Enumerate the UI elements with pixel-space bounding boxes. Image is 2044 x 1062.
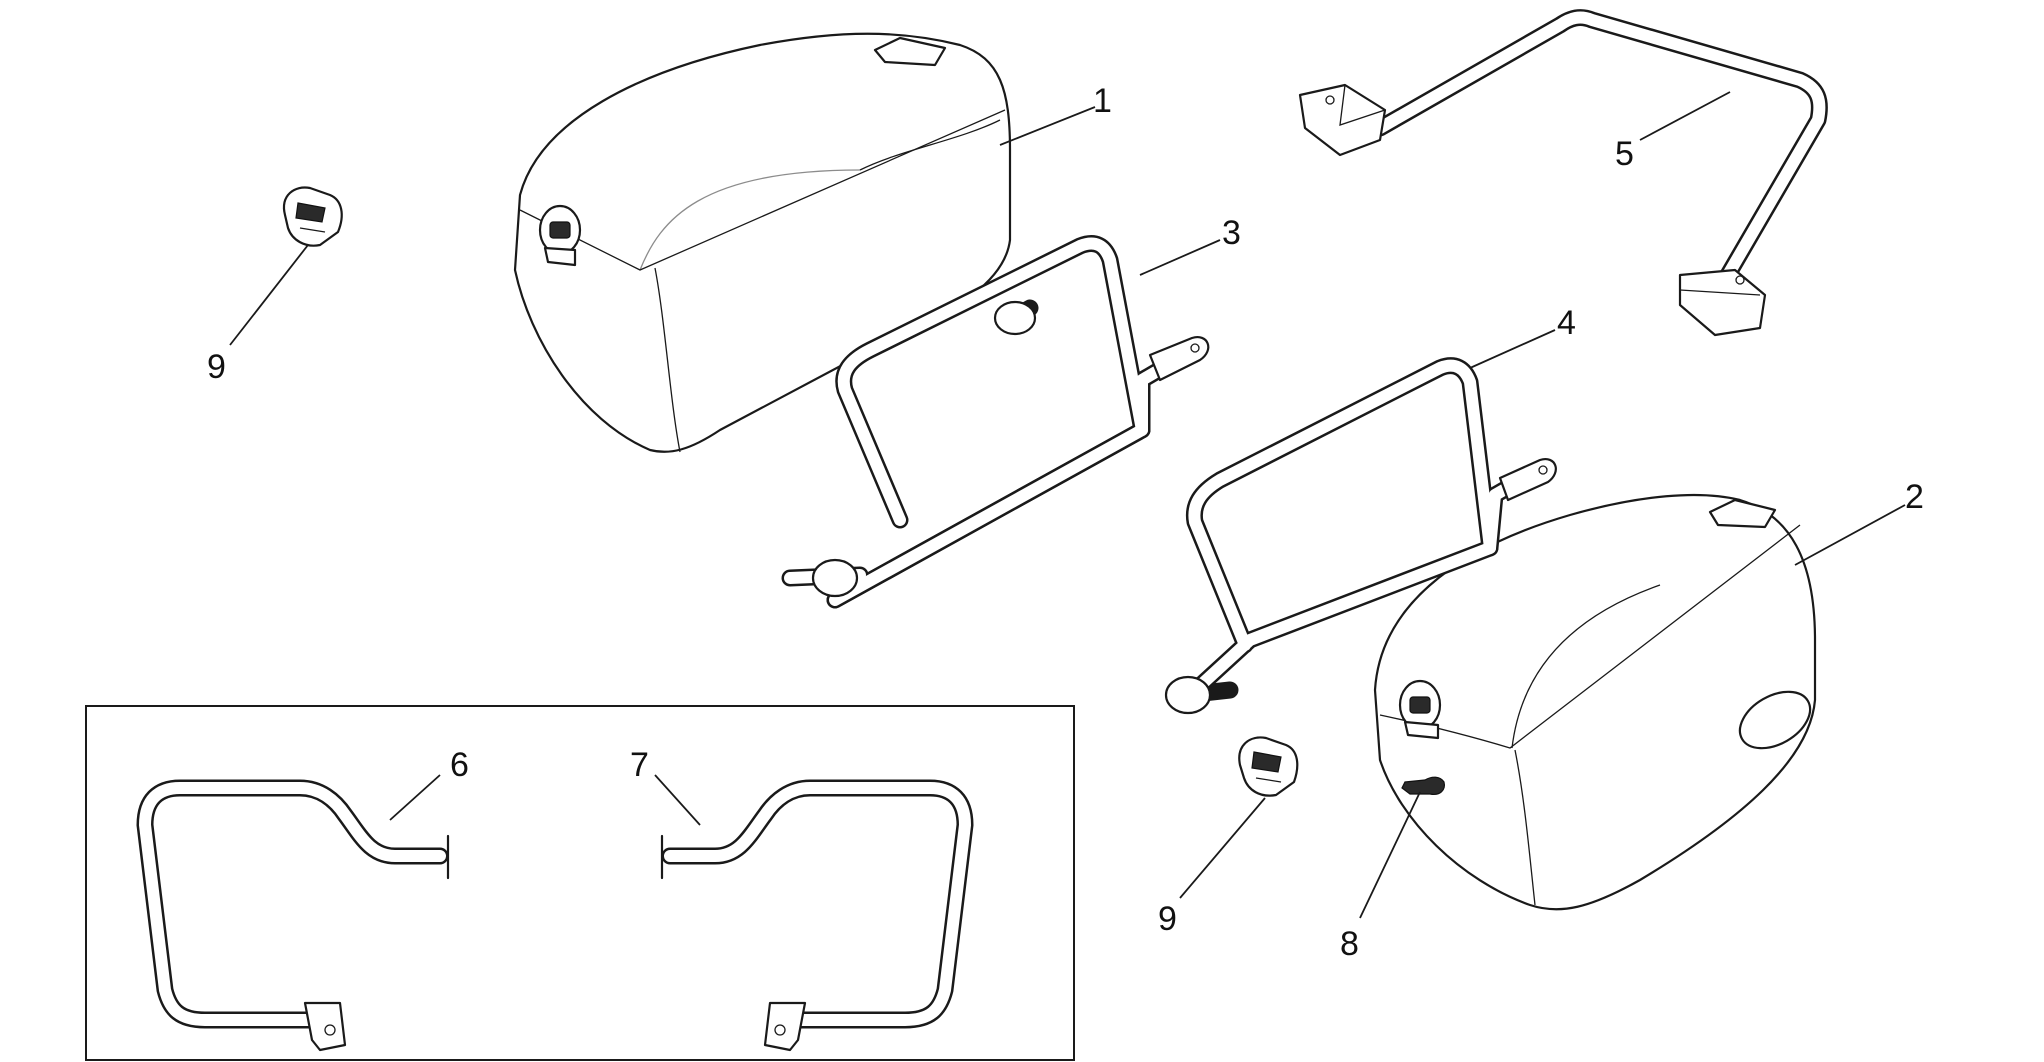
engine-guard-bar-6 — [136, 779, 450, 1052]
pannier-case-1 — [513, 32, 1012, 453]
inset-frame — [85, 705, 1075, 1061]
callout-4: 4 — [1557, 304, 1576, 342]
case-frame-4 — [1164, 357, 1557, 715]
leader-lines — [229, 91, 1906, 919]
engine-guard-bar-7 — [660, 779, 974, 1052]
callout-1: 1 — [1093, 82, 1112, 120]
callout-2: 2 — [1905, 478, 1924, 516]
case-frame-3 — [781, 235, 1210, 609]
rear-support-bar-5 — [1298, 9, 1828, 337]
lock-on-case-1 — [538, 204, 582, 267]
lock-cylinder-9a — [282, 186, 343, 247]
callout-6: 6 — [450, 746, 469, 784]
callout-5: 5 — [1615, 135, 1634, 173]
key-8 — [1401, 776, 1445, 795]
callout-8: 8 — [1340, 925, 1359, 963]
callout-labels: 1 2 3 4 5 6 7 8 9 9 — [207, 82, 1924, 963]
callout-3: 3 — [1222, 214, 1241, 252]
callout-7: 7 — [630, 746, 649, 784]
callout-9a: 9 — [207, 348, 226, 386]
lock-on-case-2 — [1398, 679, 1442, 740]
pannier-case-2 — [1373, 493, 1817, 911]
callout-9b: 9 — [1158, 900, 1177, 938]
lock-cylinder-9b — [1238, 736, 1299, 797]
